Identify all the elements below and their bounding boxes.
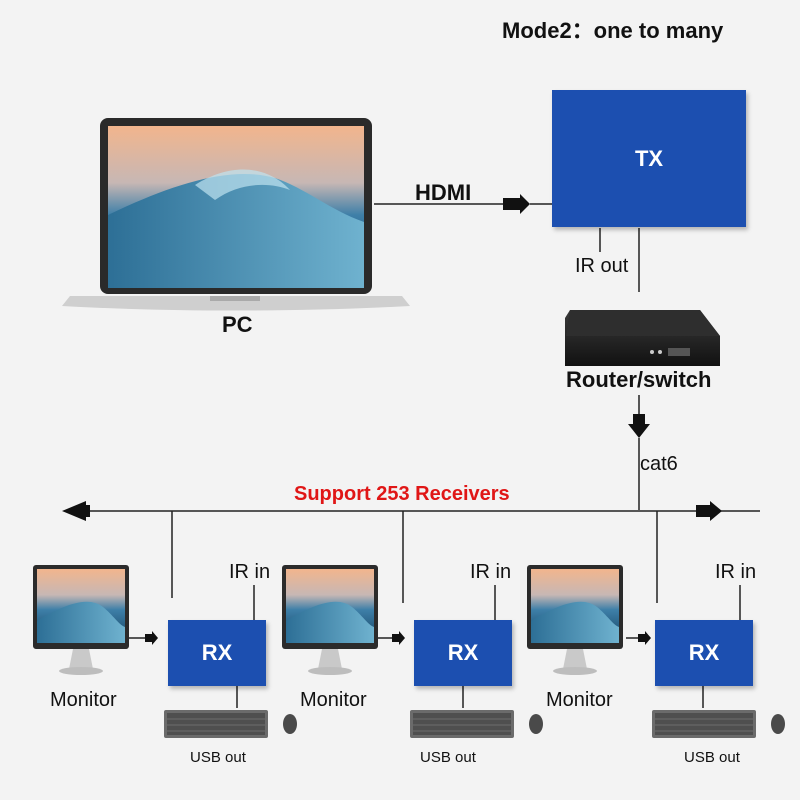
router-icon [565,310,720,366]
usb-out-label: USB out [684,750,740,765]
support-receivers-label: Support 253 Receivers [294,484,510,504]
laptop-icon [62,118,410,311]
tx-box: TX [552,90,746,227]
ir-in-label: IR in [470,562,511,582]
usb-out-label: USB out [420,750,476,765]
router-label: Router/switch [566,369,711,391]
arrow-right-icon [696,501,722,521]
rx-box: RX [168,620,266,686]
monitor-label: Monitor [300,690,367,710]
hdmi-label: HDMI [415,182,471,204]
rx-box: RX [655,620,753,686]
monitor-label: Monitor [546,690,613,710]
arrow-down-icon [628,414,650,438]
ir-in-label: IR in [715,562,756,582]
arrow-right-icon [503,194,530,214]
monitor-label: Monitor [50,690,117,710]
ir-out-label: IR out [575,256,628,276]
usb-out-label: USB out [190,750,246,765]
cat6-label: cat6 [640,454,678,474]
pc-label: PC [222,314,253,336]
page-title: Mode2：one to many [502,20,723,42]
ir-in-label: IR in [229,562,270,582]
arrow-left-icon [62,501,90,521]
rx-box: RX [414,620,512,686]
